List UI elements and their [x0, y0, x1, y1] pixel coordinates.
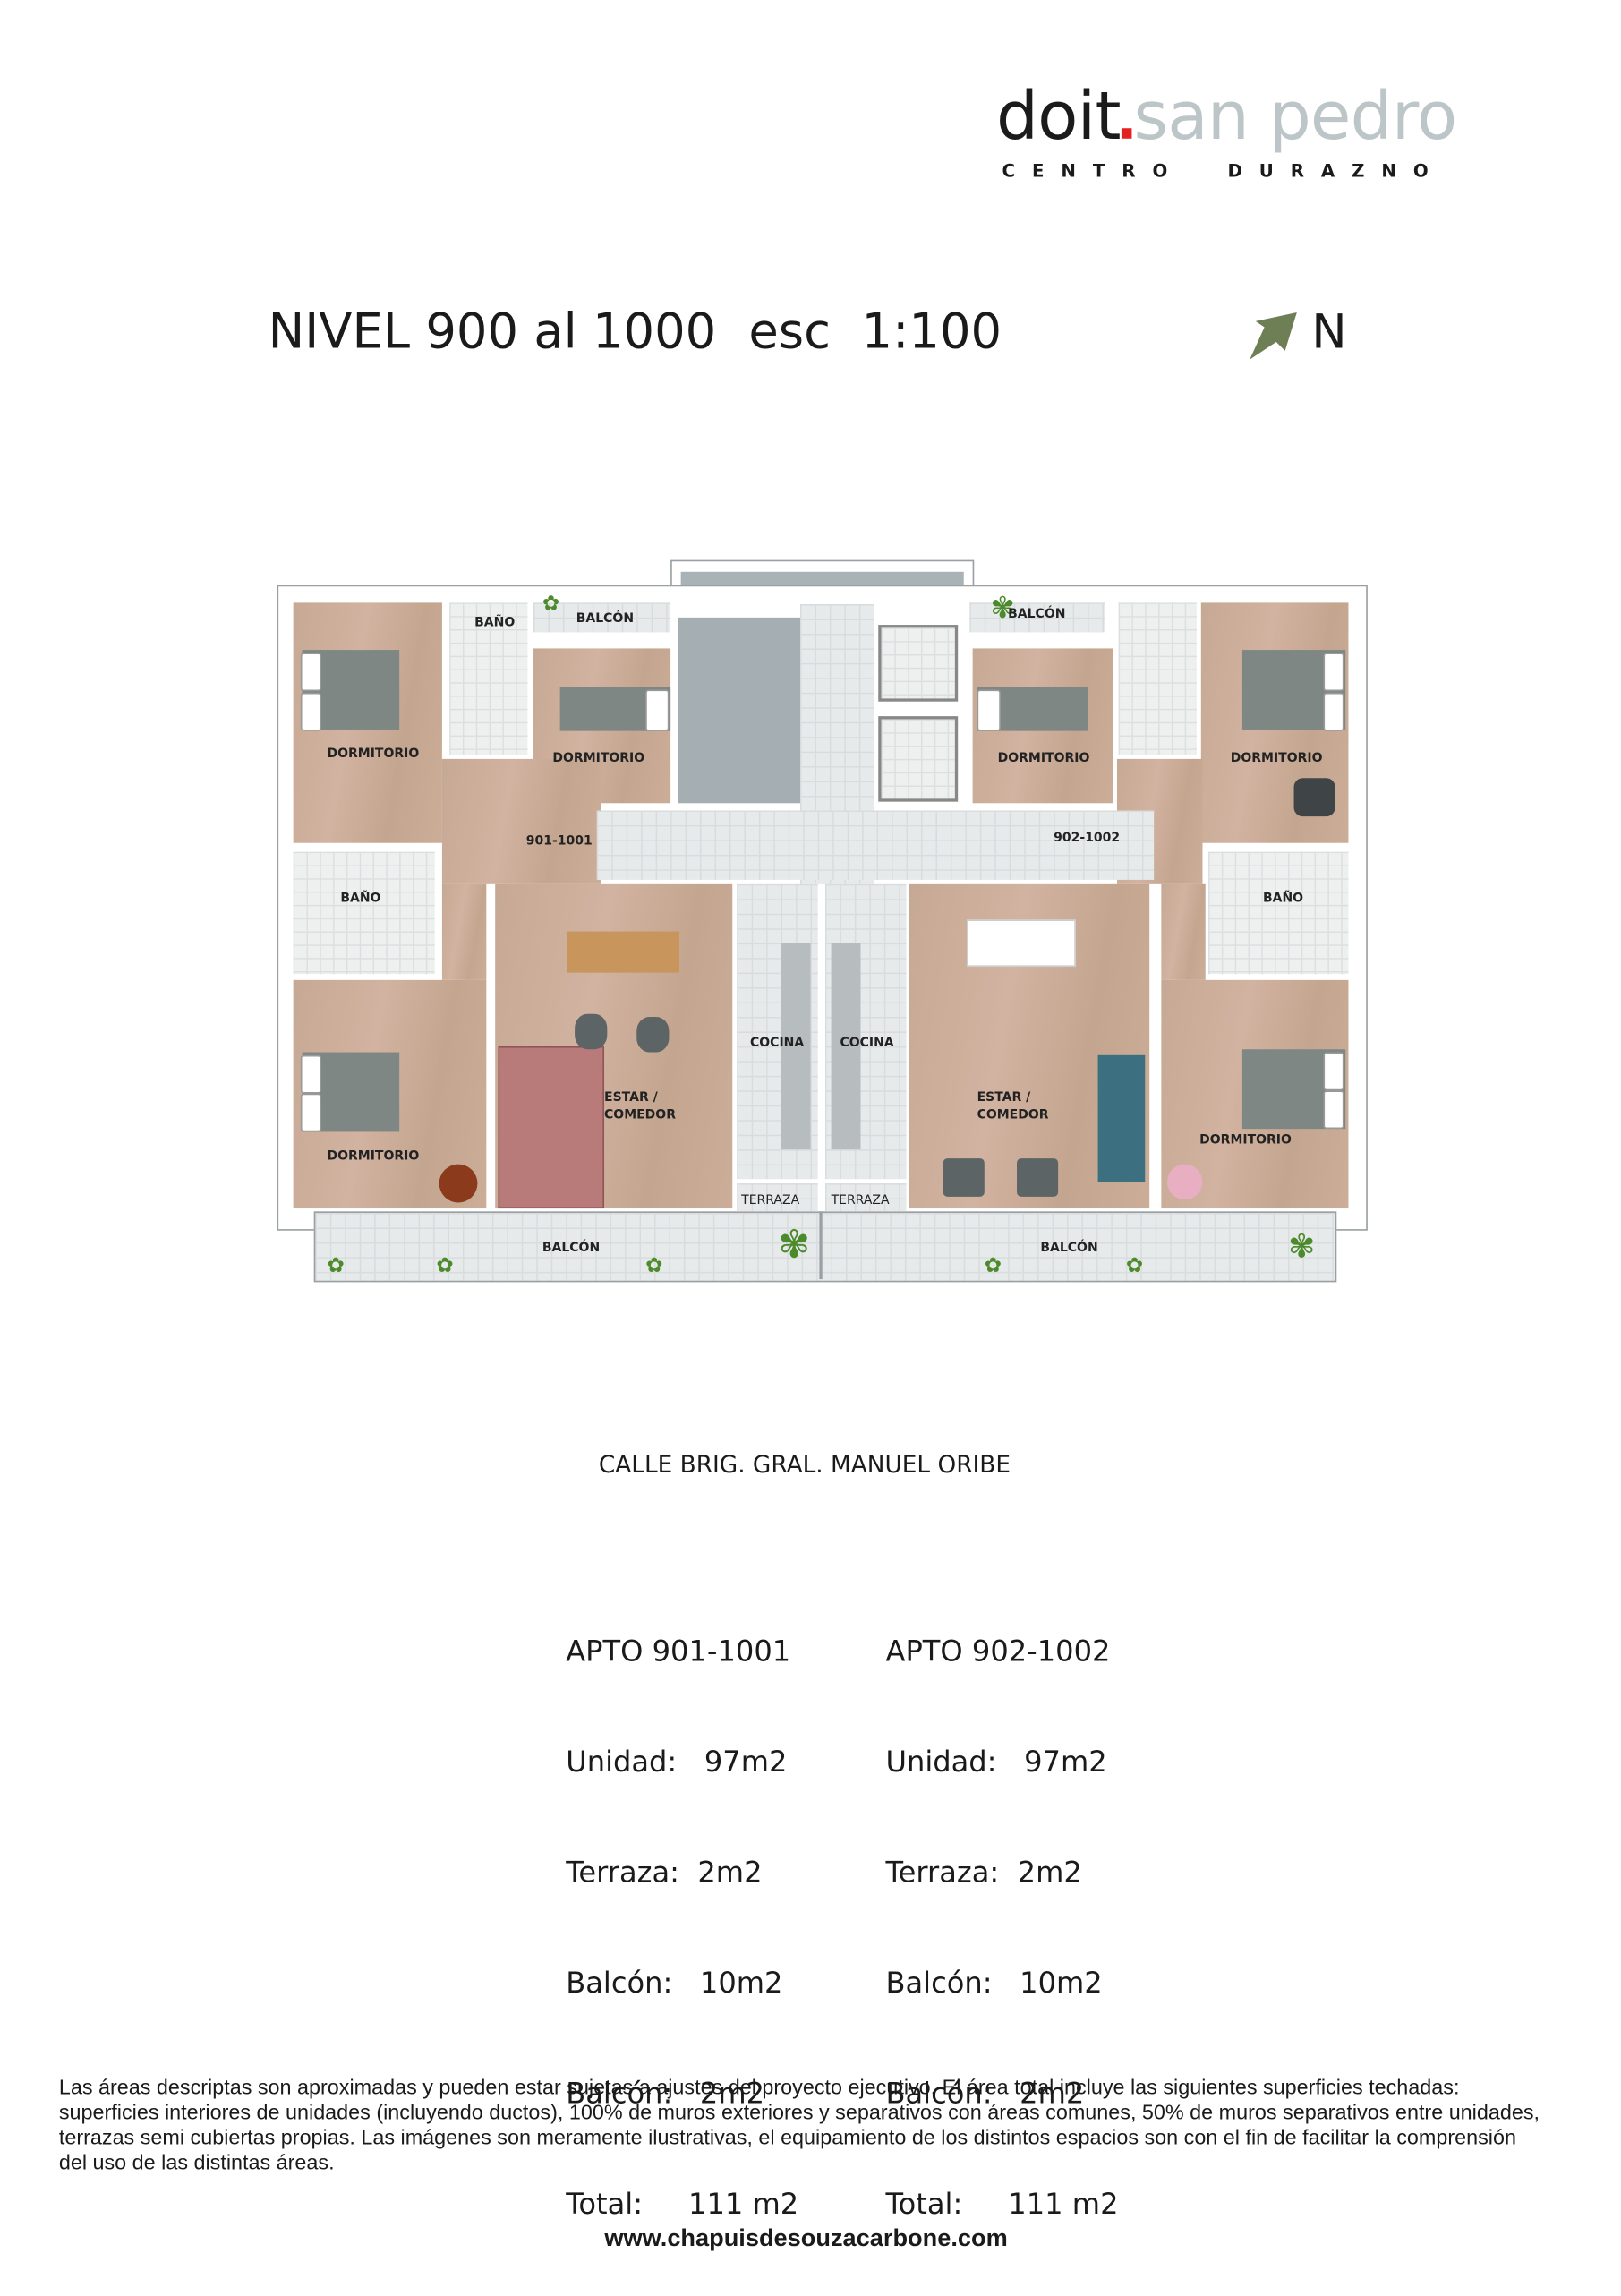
plant-icon: ✿ [984, 1254, 1002, 1278]
label-dormitorio: DORMITORIO [327, 1149, 420, 1165]
label-cocina: COCINA [840, 1036, 894, 1051]
room-bano-right [1208, 851, 1349, 975]
logo-san-pedro: san pedro [1133, 76, 1457, 155]
apartment-title: APTO 901-1001 [566, 1634, 791, 1669]
common-corridor [596, 810, 1155, 880]
area-row: Balcón: 2m2 [885, 2076, 1085, 2111]
area-row: Total: 111 m2 [566, 2187, 799, 2222]
label-bano: BAÑO [1262, 892, 1304, 907]
room-bano-top-right [1118, 602, 1197, 755]
unit-number-left: 901-1001 [525, 833, 593, 849]
room-bano-top-left [449, 602, 528, 755]
website-link[interactable]: www.chapuisdesouzacarbone.com [604, 2225, 1008, 2252]
area-row: Unidad: 97m2 [885, 1745, 1107, 1780]
label-terraza: TERRAZA [831, 1193, 890, 1209]
plant-icon: ✿ [436, 1254, 454, 1278]
area-row: Unidad: 97m2 [566, 1745, 788, 1780]
label-dormitorio: DORMITORIO [327, 747, 420, 763]
label-comedor: COMEDOR [977, 1108, 1049, 1123]
label-dormitorio: DORMITORIO [1199, 1133, 1292, 1148]
label-terraza: TERRAZA [741, 1193, 800, 1209]
plant-icon: ✿ [645, 1254, 663, 1278]
logo-dot [1122, 128, 1132, 139]
area-row: Balcón: 10m2 [885, 1966, 1103, 2001]
hall-left [441, 758, 601, 884]
dining-table [567, 931, 679, 973]
area-row: Balcón: 10m2 [566, 1966, 783, 2001]
area-row: Terraza: 2m2 [885, 1855, 1082, 1890]
label-estar: ESTAR / [604, 1090, 658, 1105]
label-dormitorio: DORMITORIO [997, 751, 1090, 767]
armchair [1166, 1164, 1203, 1200]
disclaimer-text: Las áreas descriptas son aproximadas y p… [58, 2076, 1540, 2176]
label-dormitorio: DORMITORIO [552, 751, 645, 767]
apartment-title: APTO 902-1002 [885, 1634, 1111, 1669]
logo-centro: CENTRO [1002, 160, 1185, 182]
logo-doit: doit [995, 76, 1122, 155]
plant-icon: ✿ [327, 1254, 345, 1278]
apartment-summary-left: APTO 901-1001 Unidad: 97m2 Terraza: 2m2 … [566, 1559, 798, 2296]
elevator-2 [878, 716, 959, 802]
label-cocina: COCINA [750, 1036, 805, 1051]
balcony-front [313, 1211, 1337, 1283]
level-title: NIVEL 900 al 1000 [268, 302, 717, 360]
area-row: Total: 111 m2 [885, 2187, 1119, 2222]
label-dormitorio: DORMITORIO [1230, 751, 1323, 767]
area-row: Balcón: 2m2 [566, 2076, 765, 2111]
unit-number-right: 902-1002 [1054, 831, 1121, 847]
label-balcon: BALCÓN [576, 611, 635, 627]
apartment-summary-right: APTO 902-1002 Unidad: 97m2 Terraza: 2m2 … [885, 1559, 1118, 2296]
armchair [1293, 778, 1335, 817]
plant-icon: ✿ [542, 592, 560, 617]
label-comedor: COMEDOR [604, 1108, 676, 1123]
north-arrow-icon [1250, 312, 1297, 360]
terraza-left [737, 1183, 818, 1212]
label-balcon: BALCÓN [1008, 607, 1066, 622]
elevator-1 [878, 625, 959, 702]
terraza-right [824, 1183, 907, 1212]
balcony-top-left [533, 602, 671, 633]
label-estar: ESTAR / [977, 1090, 1031, 1105]
logo-durazno: DURAZNO [1227, 160, 1446, 182]
room-bano-left [293, 851, 435, 975]
north-label: N [1311, 303, 1347, 360]
scale-label: esc 1:100 [748, 302, 1002, 360]
street-name: CALLE BRIG. GRAL. MANUEL ORIBE [598, 1450, 1011, 1479]
dining-table [967, 919, 1076, 968]
stairs [678, 617, 800, 804]
plant-icon: ✾ [1287, 1229, 1316, 1267]
plant-icon: ✾ [778, 1223, 811, 1267]
plant-icon: ✾ [990, 589, 1015, 626]
sofa [498, 1046, 605, 1209]
sofa [1097, 1054, 1146, 1182]
label-bano: BAÑO [474, 616, 516, 631]
plant-icon: ✿ [1125, 1254, 1144, 1278]
area-row: Terraza: 2m2 [566, 1855, 763, 1890]
label-balcon: BALCÓN [542, 1241, 601, 1256]
armchair [439, 1164, 478, 1203]
balcony-top-right [969, 602, 1105, 633]
label-balcon: BALCÓN [1040, 1241, 1098, 1256]
label-bano: BAÑO [340, 892, 381, 907]
